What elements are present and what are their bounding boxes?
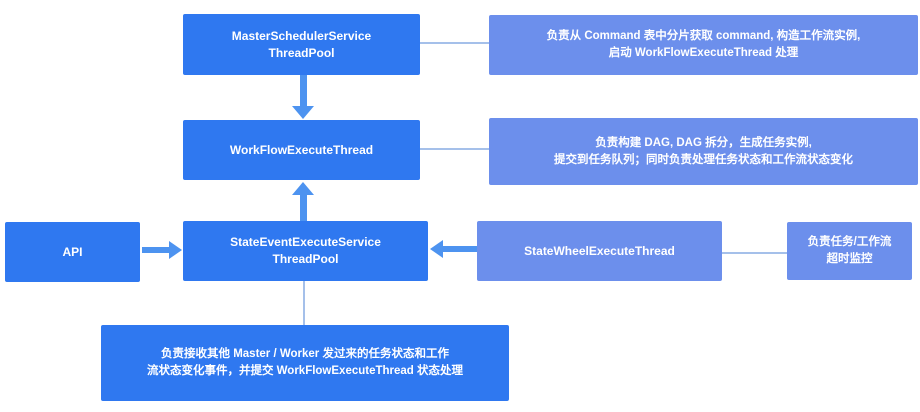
node-master-scheduler-threadpool: MasterSchedulerService ThreadPool [183, 14, 420, 75]
arrow-head [292, 182, 314, 195]
node-label: StateWheelExecuteThread [524, 243, 675, 258]
arrow-shaft [442, 246, 477, 252]
node-label: StateEventExecuteService [230, 235, 381, 249]
node-label: ThreadPool [268, 45, 335, 60]
arrow-head [430, 240, 443, 258]
connector-master-to-note [420, 42, 489, 44]
node-label: API [62, 244, 83, 259]
node-label: WorkFlowExecuteThread [229, 142, 374, 157]
note-line: 负责从 Command 表中分片获取 command, 构造工作流实例, [546, 30, 861, 42]
note-line: 超时监控 [826, 253, 873, 265]
arrow-head [169, 241, 182, 259]
note-line: 负责构建 DAG, DAG 拆分，生成任务实例, [595, 136, 812, 149]
arrow-shaft [142, 247, 170, 253]
node-label: MasterSchedulerService [231, 28, 372, 43]
node-state-wheel-execute-thread: StateWheelExecuteThread [477, 221, 722, 281]
connector-workflow-to-note [420, 148, 489, 150]
note-line: 启动 WorkFlowExecuteThread 处理 [608, 47, 799, 59]
note-line: 流状态变化事件，并提交 WorkFlowExecuteThread 状态处理 [146, 365, 464, 377]
note-workflow-execute: 负责构建 DAG, DAG 拆分，生成任务实例, 提交到任务队列；同时负责处理任… [489, 118, 918, 185]
note-state-event: 负责接收其他 Master / Worker 发过来的任务状态和工作 流状态变化… [101, 325, 509, 401]
arrow-shaft [300, 75, 307, 107]
node-workflow-execute-thread: WorkFlowExecuteThread [183, 120, 420, 180]
arrow-shaft [300, 194, 307, 221]
note-line: 负责接收其他 Master / Worker 发过来的任务状态和工作 [161, 348, 449, 360]
connector-statewheel-to-note [722, 252, 787, 254]
node-label: ThreadPool [272, 252, 339, 266]
note-master-scheduler: 负责从 Command 表中分片获取 command, 构造工作流实例, 启动 … [489, 15, 918, 75]
note-line: 负责任务/工作流 [807, 236, 892, 248]
arrow-head [292, 106, 314, 119]
node-state-event-execute-service: StateEventExecuteService ThreadPool [183, 221, 428, 281]
note-line: 提交到任务队列；同时负责处理任务状态和工作流状态变化 [554, 153, 853, 166]
connector-stateevent-to-note [303, 281, 305, 325]
node-api: API [5, 222, 140, 282]
note-timeout-monitor: 负责任务/工作流 超时监控 [787, 222, 912, 280]
